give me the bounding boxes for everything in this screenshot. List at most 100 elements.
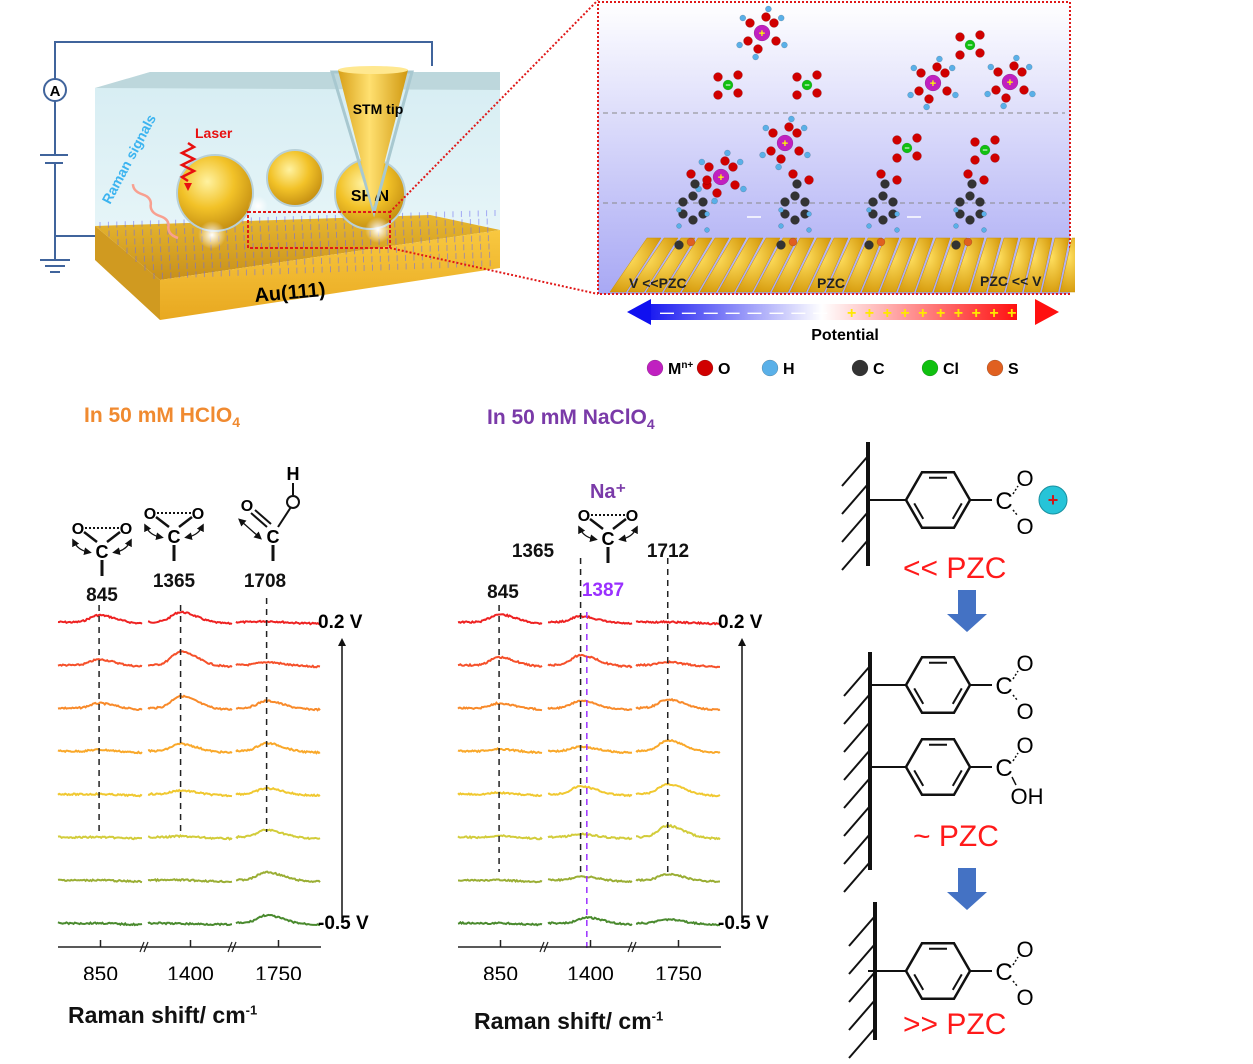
spectrum-trace-01V [147,649,233,669]
axis-break-icon [539,941,545,953]
carbon-atom [965,191,975,201]
oxygen-atom [788,169,798,179]
gold-rod [771,237,815,293]
spectrum-trace--03V [147,833,233,841]
partial-bond [1012,752,1019,762]
hydrogen-atom [752,53,759,61]
gold-surface-rods [609,237,1075,293]
spectrum-trace--03V [457,834,543,841]
carbon-label: C [267,527,280,547]
axis-break-icon [627,941,633,953]
benzene-ring [904,738,972,796]
transition-arrow-icon [947,590,987,632]
oxygen-label: O [120,521,132,538]
spectrum-trace--05V [547,915,633,927]
spectrum-trace--01V [235,741,321,755]
carbon-atom [698,197,708,207]
hydrogen-atom [1025,63,1033,71]
vibration-arrow-icon [112,538,132,556]
hatch-line [848,943,876,975]
hydrogen-atom [806,211,812,217]
spectrum-trace--03V [235,828,321,841]
cation-icon [1038,485,1068,515]
spectrum-trace--01V [147,742,233,754]
hydrogen-atom [739,14,747,22]
gold-rod [1041,237,1070,293]
vibration-arrow-icon [144,523,164,541]
legend-item-o: O [696,359,730,378]
hydroxyl-label: OH [1011,784,1044,809]
bond [106,531,121,543]
atom-swatch-icon [986,359,1004,377]
electrolyte-surface [95,72,500,90]
hydrogen-atom [740,185,747,193]
stm-tip-icon [338,70,408,208]
benzene-ring [904,471,972,529]
hatch-line [848,915,876,947]
spectrum-trace--01V [457,747,543,755]
spectrum-trace--03V [547,832,633,841]
oxygen-atom [766,146,776,156]
raman-wave-icon [131,183,179,240]
oxygen-atom [970,155,980,165]
hatch-line [843,805,871,837]
gold-rod [825,237,866,293]
spectrum-trace-00V [547,699,633,711]
spectrum-trace-00V [57,701,143,712]
title-main: In 50 mM NaClO [487,406,647,429]
oxygen-atom [1017,67,1027,77]
hydrogen-atom [765,5,772,13]
spectrum-trace--05V [57,921,143,927]
potential-label-left: V <<PZC [629,275,687,291]
carbon-label: C [168,527,181,547]
carbon-atom [965,215,975,225]
spectrum-trace-02V [235,619,321,626]
potential-axis-label: Potential [811,327,879,344]
spectrum-trace-00V [635,697,721,712]
oxygen-atom [733,70,743,80]
laser-arrow-icon [184,183,192,191]
hydrogen-atom [1013,54,1020,62]
carbon-atom [690,179,700,189]
spectrum-trace-00V [235,699,321,712]
sulfur-atom [788,237,798,247]
peak-label-1365: 1365 [153,571,196,592]
hatch-line [841,483,869,515]
spectrum-trace-01V [57,658,143,668]
hydrogen-atom [777,14,785,22]
carbon-atom [792,179,802,189]
hydrogen-atom [1029,90,1036,98]
hydrogen-atom [923,103,930,111]
oxygen-atom [932,62,942,72]
benzene-ring [904,656,972,714]
negative-charge-signs: — — — — — — — — [660,304,829,320]
carbonyl-stretch-glyph: COH [238,464,300,561]
gold-rod [969,237,1002,293]
chlorine-atom [964,39,976,51]
sulfur-atom [963,237,973,247]
state-label-below-pzc: << PZC [903,552,1007,585]
x-tick-label-1400: 1400 [167,963,214,980]
legend-item-m: Mn+ [646,359,693,378]
laser-label: Laser [195,125,233,141]
potential-label-bottom: -0.5 V [718,913,769,934]
legend-item-h: H [761,359,795,378]
bond [178,516,193,528]
carbon-label: C [995,755,1012,782]
axis-break-icon [631,941,637,953]
spectrum-trace--02V [147,788,233,798]
oxygen-atom [1001,93,1011,103]
hydrogen-atom [788,115,795,123]
carbon-atom [864,240,874,250]
gold-rod [933,237,968,293]
axis-break-icon [543,941,549,953]
hydroxyl-oxygen [286,495,300,509]
oxygen-label: O [626,508,638,525]
hydrogen-atom [676,207,682,213]
carbon-atom [868,197,878,207]
oxygen-atom [704,162,714,172]
oxygen-atom [720,156,730,166]
arrow-head-icon [338,638,346,646]
oxygen-label: O [1016,937,1033,962]
